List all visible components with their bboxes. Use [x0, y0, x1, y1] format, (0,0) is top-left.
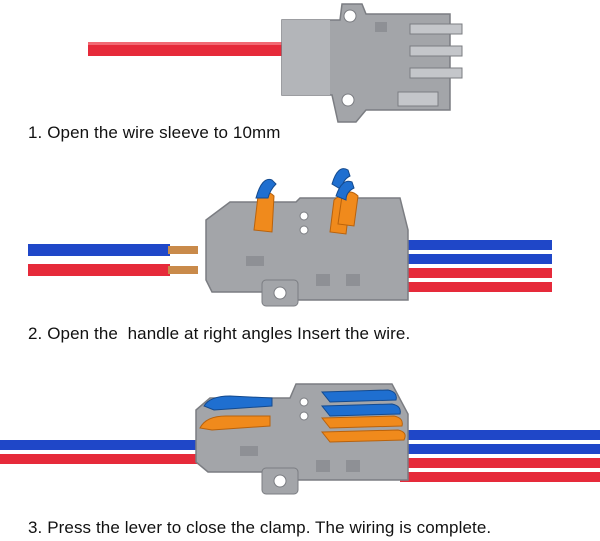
- blue-lever: [203, 389, 401, 417]
- right-wires: [400, 430, 600, 482]
- step-3-illustration: [0, 383, 600, 495]
- left-wires: [28, 244, 198, 276]
- step-1-illustration: [88, 3, 463, 123]
- step-2-caption: 2. Open the handle at right angles Inser…: [28, 324, 411, 343]
- blue-lever: [255, 178, 277, 199]
- blue-lever: [331, 168, 355, 201]
- right-wires: [402, 240, 552, 292]
- connector-body: [205, 197, 409, 307]
- orange-lever: [199, 415, 406, 443]
- left-wires: [0, 440, 205, 464]
- step-3-caption: 3. Press the lever to close the clamp. T…: [28, 518, 492, 537]
- step-2-illustration: [28, 168, 552, 307]
- connector-body: [281, 3, 463, 123]
- step-1-caption: 1. Open the wire sleeve to 10mm: [28, 123, 281, 142]
- orange-lever: [329, 191, 359, 235]
- red-wire: [88, 42, 293, 56]
